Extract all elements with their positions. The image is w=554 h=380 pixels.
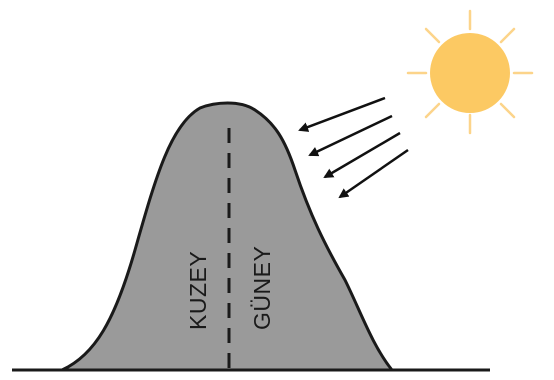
sun-icon <box>406 9 534 135</box>
arrow-icon <box>298 96 386 132</box>
arrow-icon <box>338 148 409 199</box>
sunray-arrows <box>298 96 409 199</box>
arrow-icon <box>323 131 401 179</box>
sun-disc <box>430 33 510 113</box>
south-label: GÜNEY <box>249 246 275 330</box>
arrow-icon <box>308 114 393 157</box>
mountain-shape <box>61 101 396 372</box>
north-label: KUZEY <box>185 251 211 330</box>
sun-rays <box>406 9 534 135</box>
